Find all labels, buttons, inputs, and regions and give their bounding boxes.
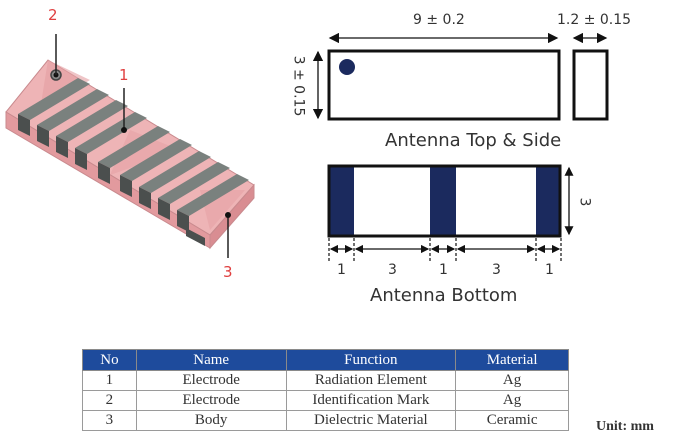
cell-no: 1 (82, 370, 137, 391)
callout-2-label: 2 (48, 6, 58, 24)
top-side-drawing (312, 32, 609, 121)
cell-no: 3 (82, 410, 137, 431)
callout-1-label: 1 (119, 66, 129, 84)
parts-table: No Name Function Material 1 Electrode Ra… (82, 349, 569, 431)
cell-material: Ceramic (455, 410, 569, 431)
segment-3-dim: 1 (439, 262, 448, 278)
table-header-row: No Name Function Material (82, 349, 569, 371)
bottom-view: 3 1 3 1 3 1 Antenna Bottom (0, 150, 675, 310)
cell-function: Identification Mark (285, 390, 457, 411)
table-row: 2 Electrode Identification Mark Ag (82, 390, 569, 411)
unit-note: Unit: mm (596, 419, 654, 434)
antenna-3d-view: 2 1 3 (0, 0, 280, 290)
cell-material: Ag (455, 370, 569, 391)
segment-4-dim: 3 (492, 262, 501, 278)
table-row: 3 Body Dielectric Material Ceramic (82, 410, 569, 431)
header-function: Function (285, 349, 457, 371)
callout-3-label: 3 (223, 263, 233, 281)
top-side-view: 9 ± 0.2 1.2 ± 0.15 3 ± 0.15 Antenna Top … (0, 0, 675, 160)
bottom-title: Antenna Bottom (370, 285, 518, 306)
table-row: 1 Electrode Radiation Element Ag (82, 370, 569, 391)
cell-no: 2 (82, 390, 137, 411)
header-no: No (82, 349, 137, 371)
width-dimension: 3 ± 0.15 (290, 55, 307, 117)
cell-function: Dielectric Material (285, 410, 457, 431)
length-dimension: 9 ± 0.2 (413, 12, 465, 28)
header-material: Material (455, 349, 569, 371)
height-dimension: 3 (576, 197, 593, 207)
cell-function: Radiation Element (285, 370, 457, 391)
cell-name: Electrode (135, 390, 287, 411)
cell-material: Ag (455, 390, 569, 411)
segment-2-dim: 3 (388, 262, 397, 278)
cell-name: Body (135, 410, 287, 431)
top-side-title: Antenna Top & Side (385, 130, 562, 151)
header-name: Name (135, 349, 287, 371)
antenna-3d-illustration (5, 34, 255, 258)
segment-5-dim: 1 (545, 262, 554, 278)
segment-1-dim: 1 (337, 262, 346, 278)
thickness-dimension: 1.2 ± 0.15 (557, 12, 632, 28)
bottom-drawing (327, 164, 574, 262)
cell-name: Electrode (135, 370, 287, 391)
